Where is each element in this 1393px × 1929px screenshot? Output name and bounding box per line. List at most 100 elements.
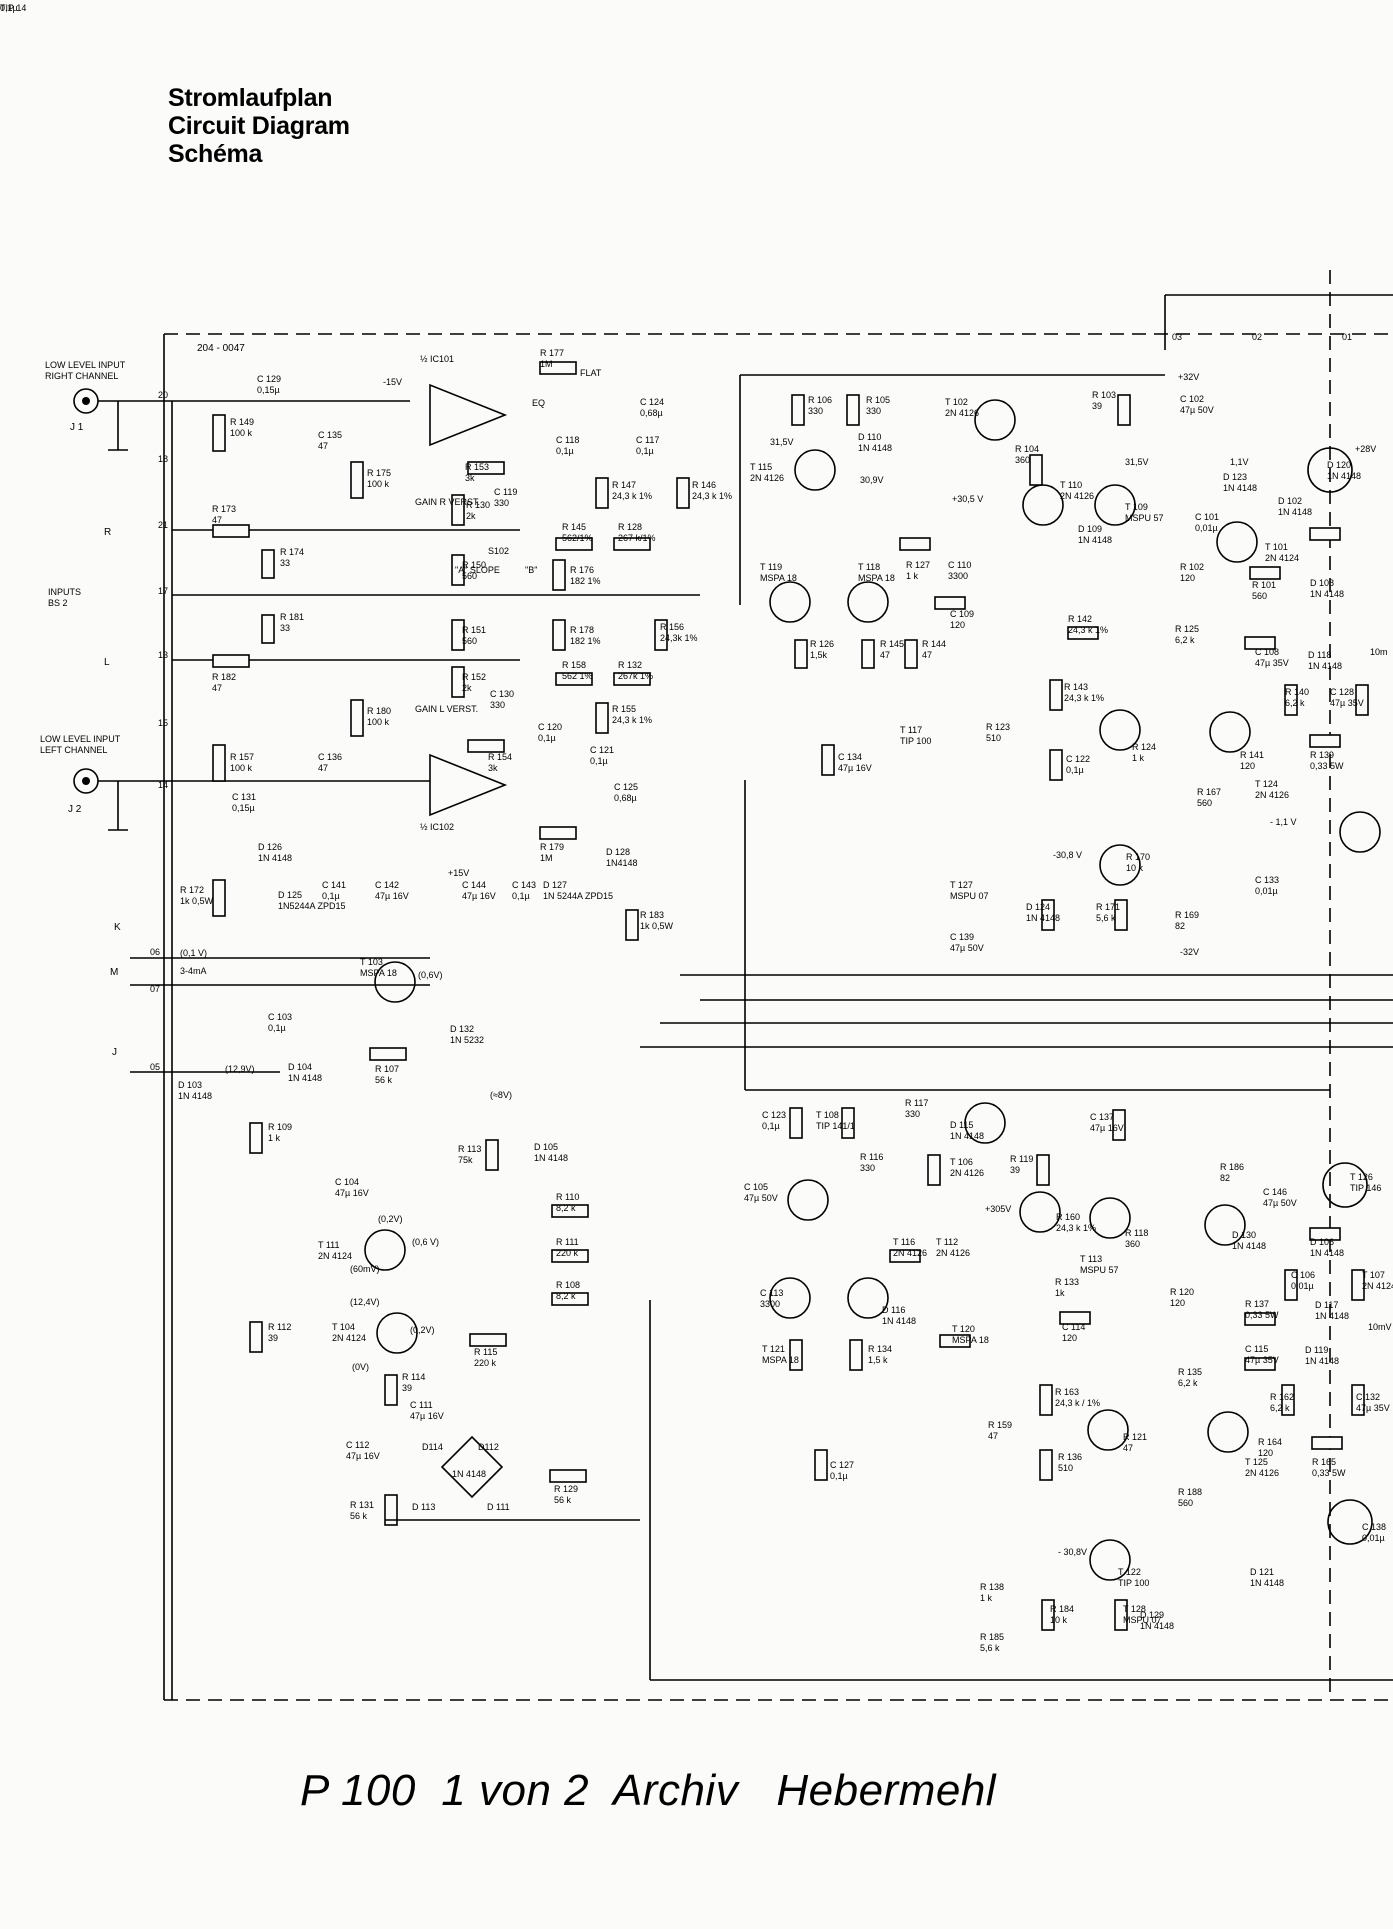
- transistor-t123: [1339, 811, 1381, 853]
- label-r128: 267 k/1%: [618, 533, 656, 543]
- label-r157: 100 k: [230, 763, 253, 773]
- label-c103: C 103: [268, 1012, 292, 1022]
- label-c113: C 113: [760, 1288, 783, 1298]
- label-t121: T 121: [762, 1344, 785, 1354]
- label-r118: R 118: [1125, 1228, 1148, 1238]
- label-v8: (≈8V): [490, 1090, 512, 1100]
- label-t107: 2N 4124: [1362, 1281, 1393, 1291]
- label-r171: R 171: [1096, 902, 1120, 912]
- label-c123: C 123: [762, 1110, 786, 1120]
- label-c109: 120: [950, 620, 965, 630]
- label-c106: 0,01µ: [1291, 1281, 1314, 1291]
- label-r129: R 129: [554, 1484, 578, 1494]
- label-r121: 47: [1123, 1443, 1133, 1453]
- label-c125: C 125: [614, 782, 638, 792]
- label-d130: 1N 4148: [1232, 1241, 1266, 1251]
- label-r181: 33: [280, 623, 290, 633]
- label-d110: D 110: [858, 432, 881, 442]
- resistor-r123: [1049, 679, 1063, 711]
- resistor-r134: [1059, 1311, 1091, 1325]
- label-c122: C 122: [1066, 754, 1090, 764]
- label-m: M: [110, 967, 118, 978]
- label-v31-5b: 31,5V: [1125, 457, 1149, 467]
- label-t125: 2N 4126: [1245, 1468, 1279, 1478]
- resistor-r138: [1039, 1449, 1053, 1481]
- transistor-t124: [1209, 711, 1251, 753]
- label-c112: C 112: [346, 1440, 369, 1450]
- label-r101: R 101: [1252, 580, 1276, 590]
- label-r149: R 149: [230, 417, 254, 427]
- label-c120: 0,1µ: [538, 733, 556, 743]
- resistor-r145b: [794, 639, 808, 669]
- label-r104: R 104: [1015, 444, 1039, 454]
- title-line-en: Circuit Diagram: [168, 112, 350, 140]
- transistor-t127: [1099, 844, 1141, 886]
- transistor-t106: [964, 1102, 1006, 1144]
- terminal-05: 05: [150, 1062, 160, 1072]
- label-t112: T 112: [936, 1237, 958, 1247]
- label-r134: 1,5 k: [868, 1355, 888, 1365]
- label-d120: 1N 4148: [1327, 471, 1361, 481]
- label-c146: 47µ 50V: [1263, 1198, 1297, 1208]
- label-c106: C 106: [1291, 1270, 1315, 1280]
- resistor-r142: [934, 596, 966, 610]
- label-t111: T 111: [318, 1240, 340, 1250]
- label-c133: 0,01µ: [1255, 886, 1278, 896]
- transistor-t111: [364, 1229, 406, 1271]
- label-r132: 267k 1%: [618, 671, 653, 681]
- terminal-18: 18: [158, 454, 168, 464]
- label-r119: 39: [1010, 1165, 1020, 1175]
- label-r182: 47: [212, 683, 222, 693]
- label-c123: 0,1µ: [762, 1121, 780, 1131]
- resistor-r124: [1049, 749, 1063, 781]
- label-c131: C 131: [232, 792, 256, 802]
- label-v12-9: (12,9V): [225, 1064, 255, 1074]
- resistor-r115: [469, 1333, 507, 1347]
- label-r153: 3k: [465, 473, 475, 483]
- label-r174: 33: [280, 558, 290, 568]
- label-l: L: [104, 657, 110, 668]
- label-d121: 1N 4148: [1250, 1578, 1284, 1588]
- resistor-r125: [1249, 566, 1281, 580]
- label-r111: R 111: [556, 1237, 579, 1247]
- label-r114: R 114: [402, 1372, 425, 1382]
- label-c104: C 104: [335, 1177, 359, 1187]
- resistor-r118: [1036, 1154, 1050, 1186]
- resistor-r159: [789, 1339, 803, 1371]
- label-v0-2b: (0,2V): [410, 1325, 435, 1335]
- label-r179: R 179: [540, 842, 564, 852]
- label-r170: 10 k: [1126, 863, 1144, 873]
- resistor-r104: [1029, 454, 1043, 486]
- label-c143: 0,1µ: [512, 891, 530, 901]
- label-r103: 39: [1092, 401, 1102, 411]
- transistor-t118: [847, 581, 889, 623]
- label-r133: 1k: [1055, 1288, 1065, 1298]
- label-d123: 1N 4148: [1223, 483, 1257, 493]
- label-r163: 24,3 k / 1%: [1055, 1398, 1100, 1408]
- label-vm30-8b: - 30,8V: [1058, 1547, 1087, 1557]
- terminal-03: 03: [1172, 332, 1182, 342]
- label-r136: R 136: [1058, 1452, 1082, 1462]
- label-d108: 1N 4148: [1310, 589, 1344, 599]
- transistor-t126: [1327, 1499, 1373, 1545]
- label-r105: R 105: [866, 395, 890, 405]
- label-r172: R 172: [180, 885, 204, 895]
- label-c125: 0,68µ: [614, 793, 637, 803]
- label-r172: 1k 0,5W: [180, 896, 214, 906]
- label-r123: 510: [986, 733, 1001, 743]
- label-d117: D 117: [1315, 1300, 1338, 1310]
- label-r109: 1 k: [268, 1133, 281, 1143]
- label-r176: R 176: [570, 565, 594, 575]
- label-d103: 1N 4148: [178, 1091, 212, 1101]
- label-r113: 75k: [458, 1155, 473, 1165]
- label-c137: 47µ 16V: [1090, 1123, 1124, 1133]
- label-c112: 47µ 16V: [346, 1451, 380, 1461]
- label-r124: R 124: [1132, 742, 1156, 752]
- resistor-r144: [861, 639, 875, 669]
- label-r177: R 177: [540, 348, 564, 358]
- transistor-t108: [1307, 447, 1353, 493]
- label-t116: T 116: [893, 1237, 915, 1247]
- transistor-t110: [1022, 484, 1064, 526]
- label-c117: 0,1µ: [636, 446, 654, 456]
